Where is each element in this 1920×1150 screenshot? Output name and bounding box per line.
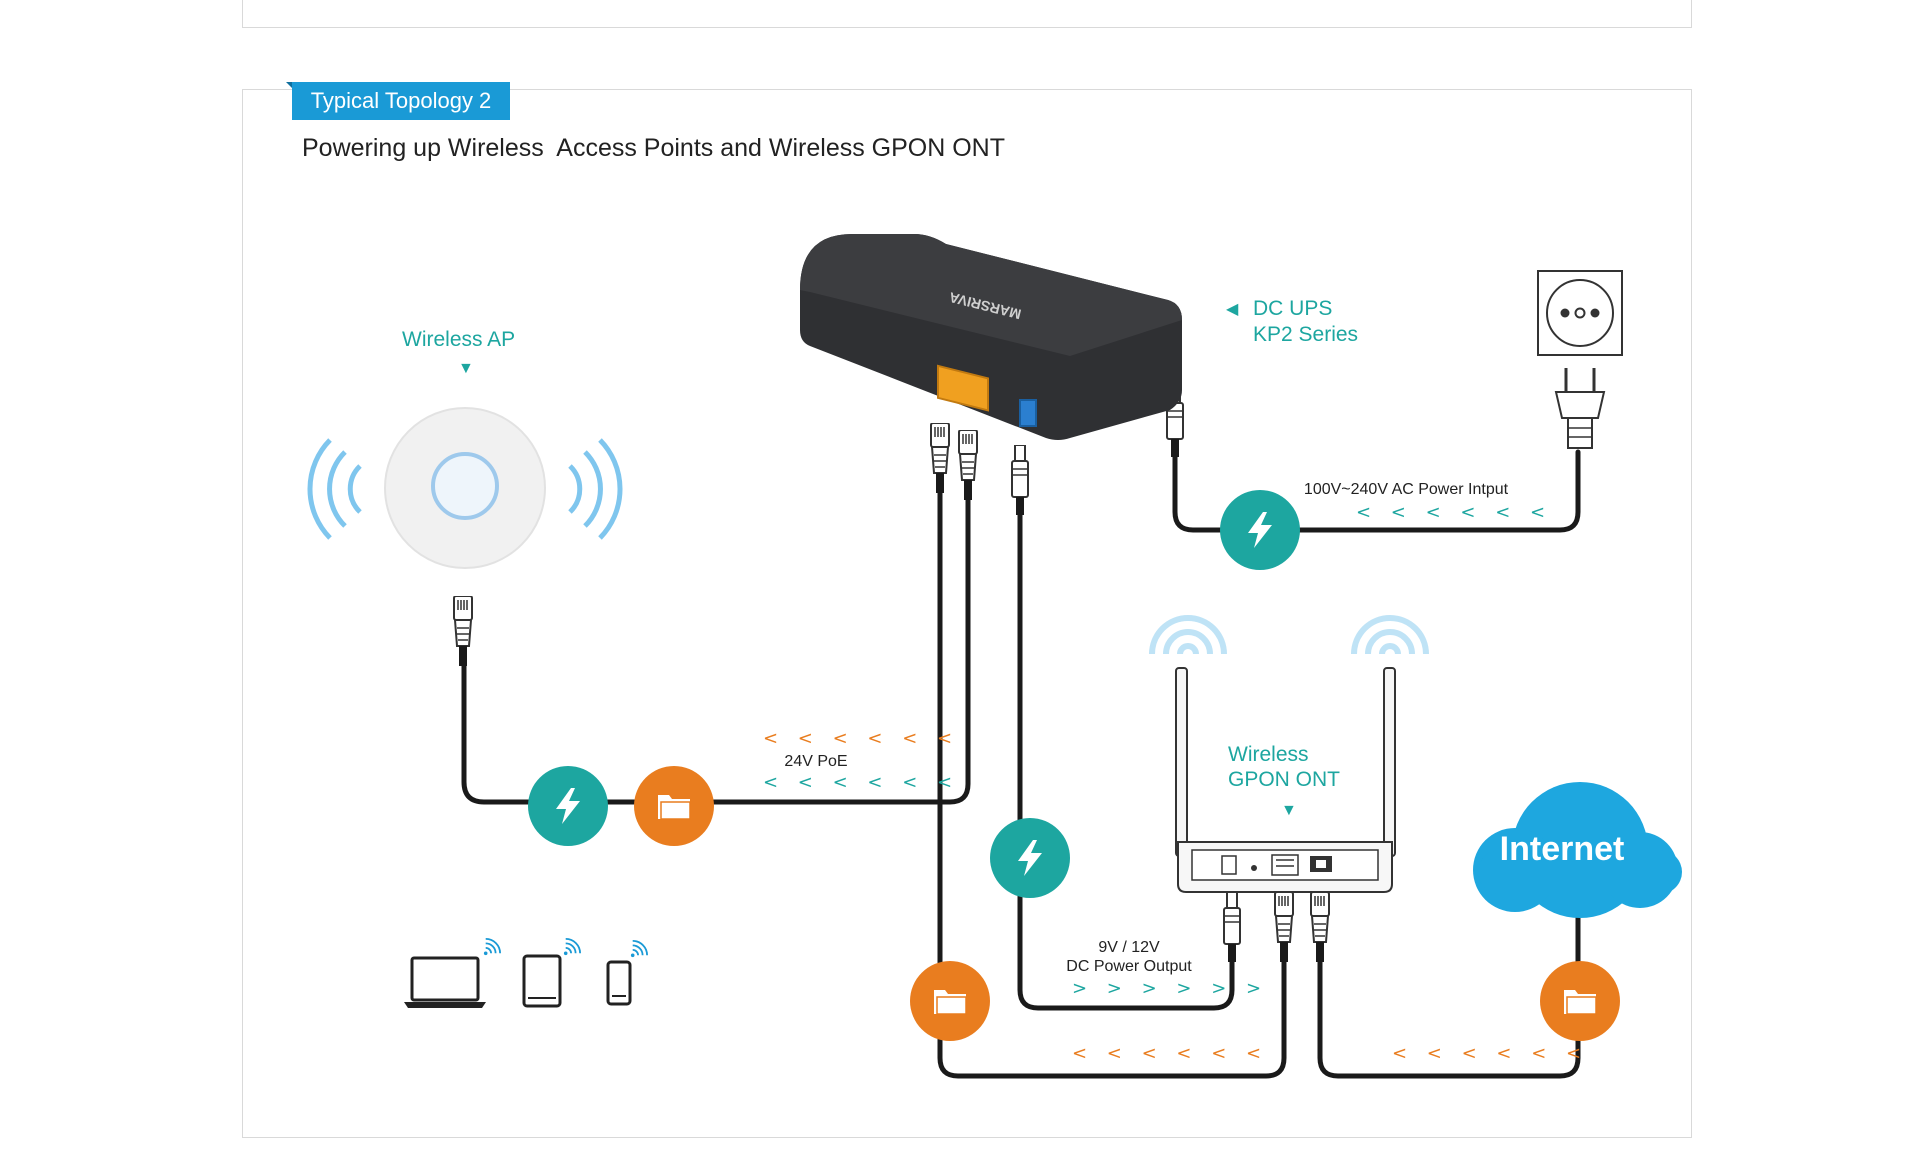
dc-jack-icon — [1223, 892, 1241, 962]
data-badge-ap — [634, 766, 714, 846]
dc-power-cable — [1017, 497, 1235, 1011]
rj45-connector-icon — [1310, 892, 1330, 962]
power-plug-icon — [1554, 368, 1606, 449]
lightning-badge-ap — [528, 766, 608, 846]
ac-power-cable — [1172, 449, 1581, 533]
previous-section-frame — [242, 0, 1692, 28]
dc-jack-icon — [1011, 445, 1029, 515]
internet-label: Internet — [1499, 830, 1625, 868]
wifi-icon — [563, 938, 581, 956]
wireless-ap-pointer: ▼ — [458, 360, 474, 377]
rj45-connector-icon — [958, 430, 978, 500]
rj45-connector-icon — [930, 423, 950, 493]
cloud-icon — [1473, 782, 1682, 918]
lightning-badge-dc — [990, 818, 1070, 898]
topology-tag: Typical Topology 2 — [286, 82, 510, 120]
dc-ups-device: MARSRIVA — [800, 234, 1182, 440]
gpon-ont-label-line2: GPON ONT — [1228, 768, 1341, 791]
dc-output-voltage-label: 9V / 12V — [1098, 939, 1160, 956]
laptop-icon — [404, 956, 486, 1008]
ont-data-arrows: < < < < < < — [1072, 1043, 1269, 1064]
ac-input-label: 100V~240V AC Power Intput — [1303, 481, 1509, 498]
client-devices — [404, 938, 648, 1008]
cables — [461, 449, 1581, 1079]
power-socket-icon — [1537, 270, 1623, 356]
dc-output-label: DC Power Output — [1066, 958, 1192, 975]
lan-cable-ont — [937, 489, 1287, 1079]
wifi-icon — [483, 938, 501, 956]
dc-ups-label: DC UPS — [1253, 297, 1333, 320]
data-badge-ont — [910, 961, 990, 1041]
dc-ups-pointer: ◀ — [1226, 301, 1239, 318]
rj45-connector-icon — [1274, 892, 1294, 962]
gpon-ont-pointer: ▼ — [1281, 802, 1297, 819]
topology-frame — [242, 89, 1692, 1138]
ac-input-arrows: < < < < < < — [1356, 502, 1553, 523]
internet-data-arrows: < < < < < < — [1392, 1043, 1589, 1064]
gpon-ont-device — [1152, 618, 1426, 893]
dc-ups-series-label: KP2 Series — [1253, 323, 1359, 346]
wifi-icon — [1152, 618, 1224, 654]
wireless-ap-label: Wireless AP — [402, 328, 516, 351]
poe-data-arrows: < < < < < < — [763, 728, 960, 749]
gpon-ont-label: Wireless — [1228, 743, 1309, 766]
diagram-subtitle: Powering up Wireless Access Points and W… — [302, 134, 1006, 162]
wifi-icon — [630, 940, 648, 958]
phone-icon — [606, 960, 632, 1006]
wan-cable — [1317, 882, 1581, 1079]
rj45-connector-icon — [453, 596, 473, 666]
poe-power-arrows: < < < < < < — [763, 772, 960, 793]
data-badge-internet — [1540, 961, 1620, 1041]
wireless-ap-device — [307, 407, 623, 569]
dc-output-arrows: > > > > > > — [1072, 978, 1269, 999]
poe-cable-ap — [461, 489, 971, 805]
lightning-badge-ac — [1220, 490, 1300, 570]
wifi-icon — [1354, 618, 1426, 654]
poe-label: 24V PoE — [784, 753, 848, 770]
tablet-icon — [522, 954, 562, 1008]
